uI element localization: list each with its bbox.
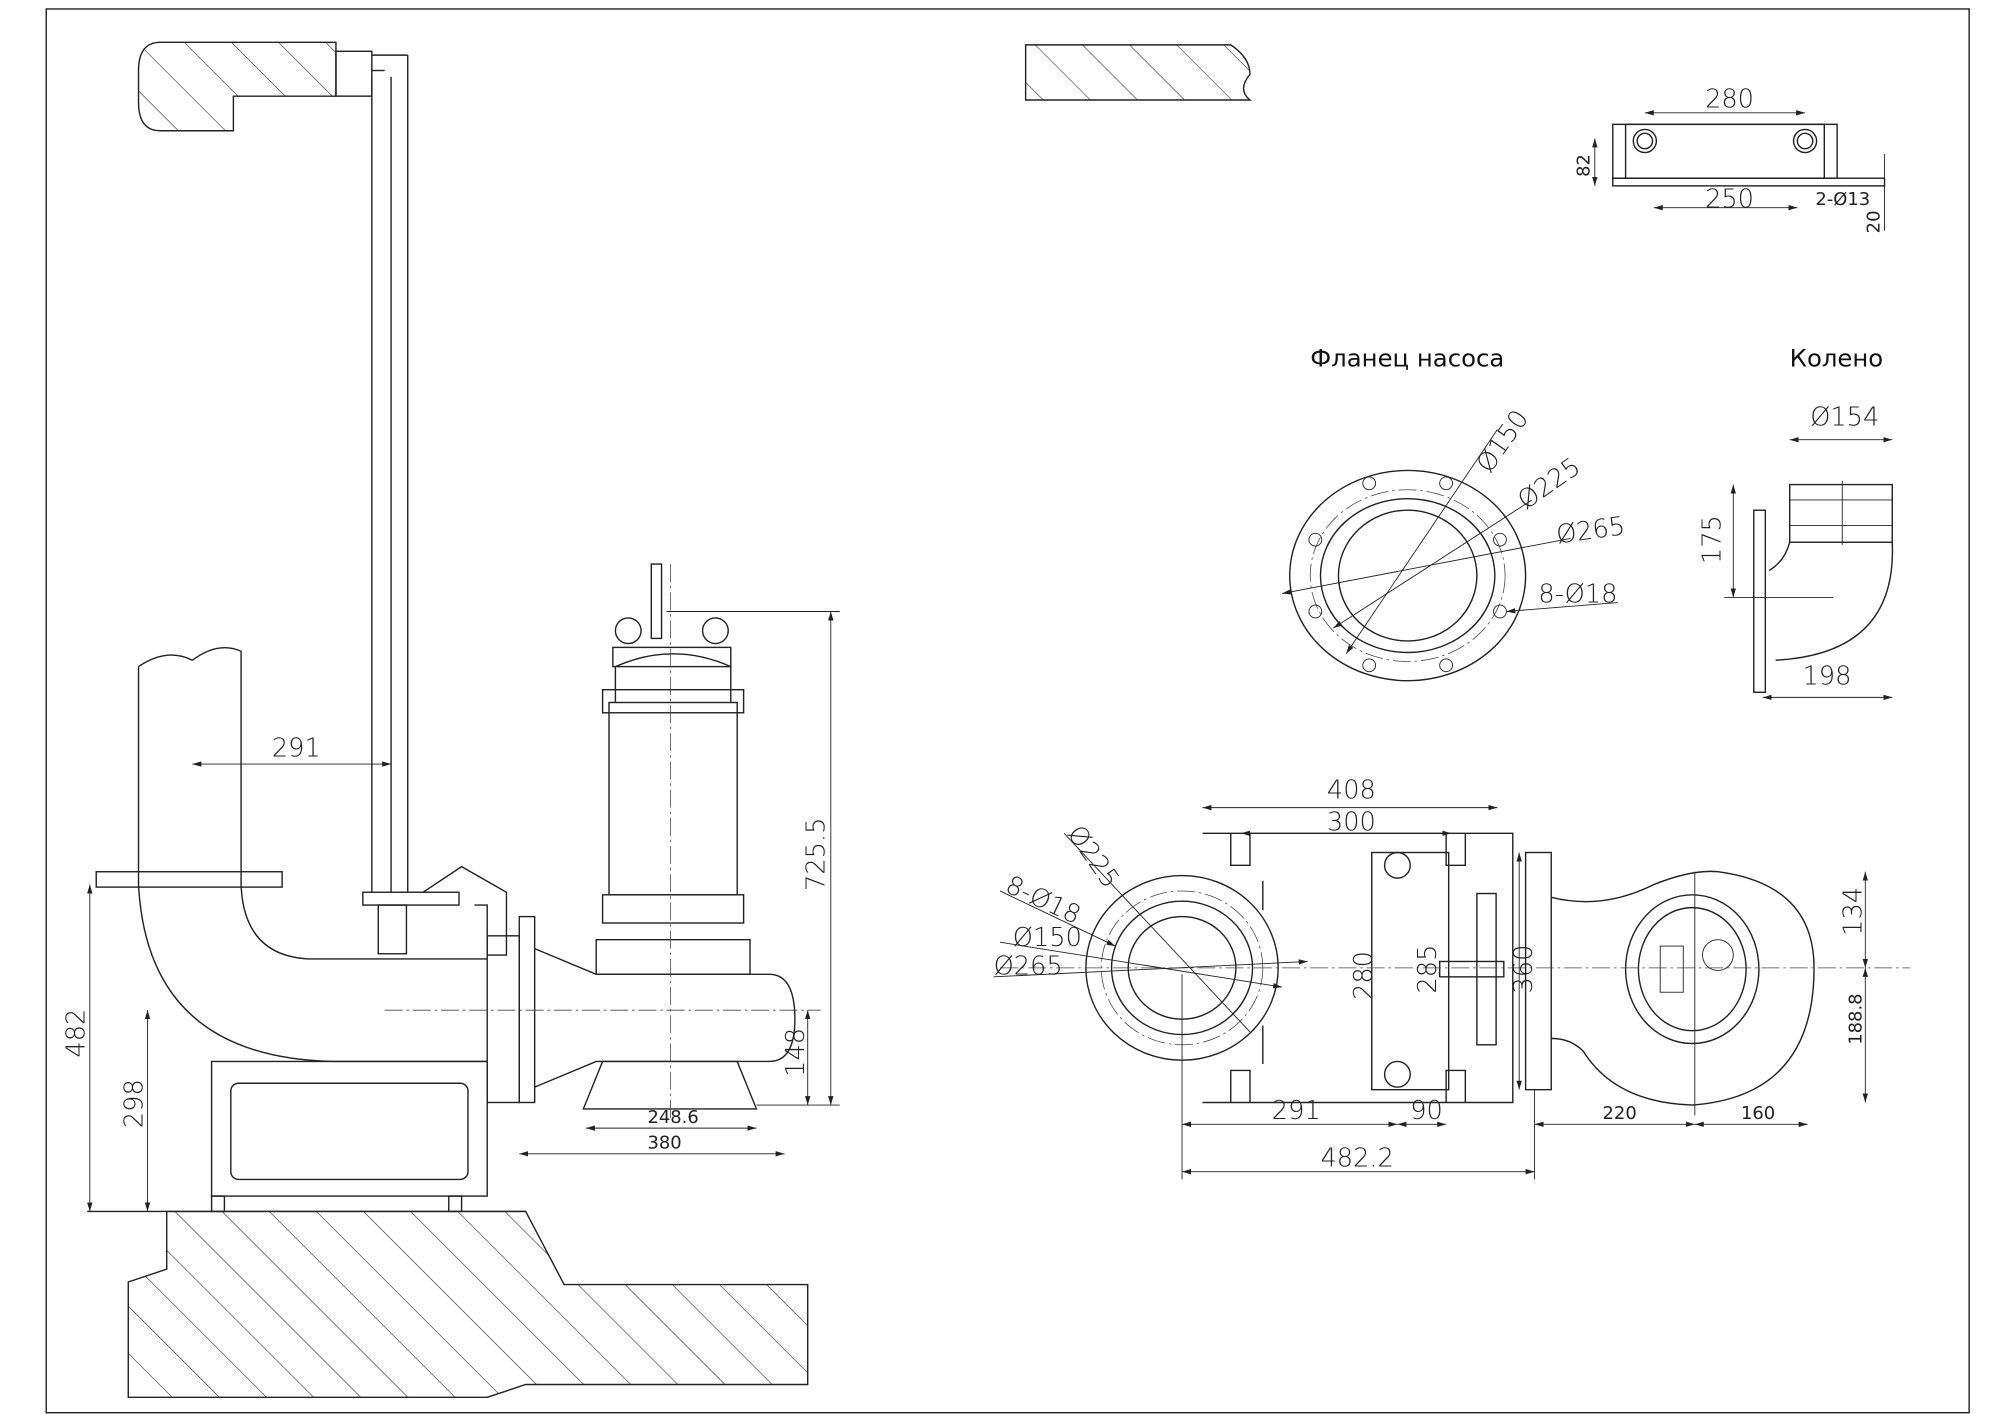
dim-380: 380: [647, 1133, 681, 1154]
bracket-detail: 280 82 250 2-Ø13 20: [1574, 85, 1886, 233]
plan-dim-285: 285: [1413, 945, 1443, 994]
flange-d225: Ø225: [1512, 452, 1586, 516]
elbow-h175: 175: [1697, 515, 1727, 564]
dim-20: 20: [1863, 210, 1884, 233]
dim-250: 250: [1705, 185, 1754, 215]
discharge-pipe: [137, 646, 488, 1063]
dim-148: 148: [781, 1028, 811, 1077]
dim-298: 298: [119, 1079, 149, 1128]
drawing-frame: [45, 8, 1970, 1414]
title-pump-flange: Фланец насоса: [1310, 344, 1504, 373]
dim-82: 82: [1574, 154, 1595, 177]
dim-482: 482: [62, 1009, 92, 1058]
dim-2-d13: 2-Ø13: [1815, 189, 1870, 210]
plan-dim-408: 408: [1327, 776, 1376, 806]
plan-view: 408 300 Ø225 8-Ø18 Ø150 Ø265 280 285 360…: [993, 776, 1911, 1180]
flange-bolts: 8-Ø18: [1538, 580, 1617, 610]
plan-dim-300: 300: [1327, 808, 1376, 838]
plan-dim-160: 160: [1741, 1103, 1775, 1124]
pump-flange-detail: Фланец насоса Ø150 Ø225 Ø265 8-Ø18: [1281, 344, 1627, 682]
plan-d265: Ø265: [994, 951, 1063, 981]
elbow-detail: Колено Ø154 175 198: [1697, 344, 1894, 701]
dim-291-elev: 291: [272, 733, 321, 763]
plan-dim-220: 220: [1603, 1103, 1637, 1124]
side-elevation-view: 291 482 298 725.5 148 248.6 380: [62, 41, 840, 1399]
elbow-w198: 198: [1803, 662, 1852, 692]
plan-dim-291: 291: [1272, 1096, 1321, 1126]
ceiling-slab-plan: [1024, 44, 1252, 101]
flange-d265: Ø265: [1554, 511, 1627, 550]
plan-dim-482-2: 482.2: [1320, 1144, 1393, 1174]
plan-bolts: 8-Ø18: [1001, 870, 1085, 931]
plan-dim-188-8: 188.8: [1845, 993, 1866, 1044]
elbow-d154: Ø154: [1810, 403, 1879, 433]
dim-248-6: 248.6: [647, 1107, 698, 1128]
dim-725-5: 725.5: [801, 818, 831, 891]
ceiling-slab: [137, 41, 337, 132]
plan-dim-360: 360: [1509, 945, 1539, 994]
plan-dim-280: 280: [1349, 951, 1379, 1000]
flange-d150: Ø150: [1471, 405, 1535, 479]
plan-d225: Ø225: [1061, 820, 1125, 894]
plan-dim-90: 90: [1410, 1096, 1443, 1126]
plan-d150: Ø150: [1013, 923, 1082, 953]
dim-280-bracket: 280: [1705, 85, 1754, 115]
plan-dim-134: 134: [1838, 887, 1868, 936]
title-elbow: Колено: [1790, 344, 1884, 373]
pump-motor: [608, 701, 738, 896]
floor-slab: [127, 1210, 809, 1399]
